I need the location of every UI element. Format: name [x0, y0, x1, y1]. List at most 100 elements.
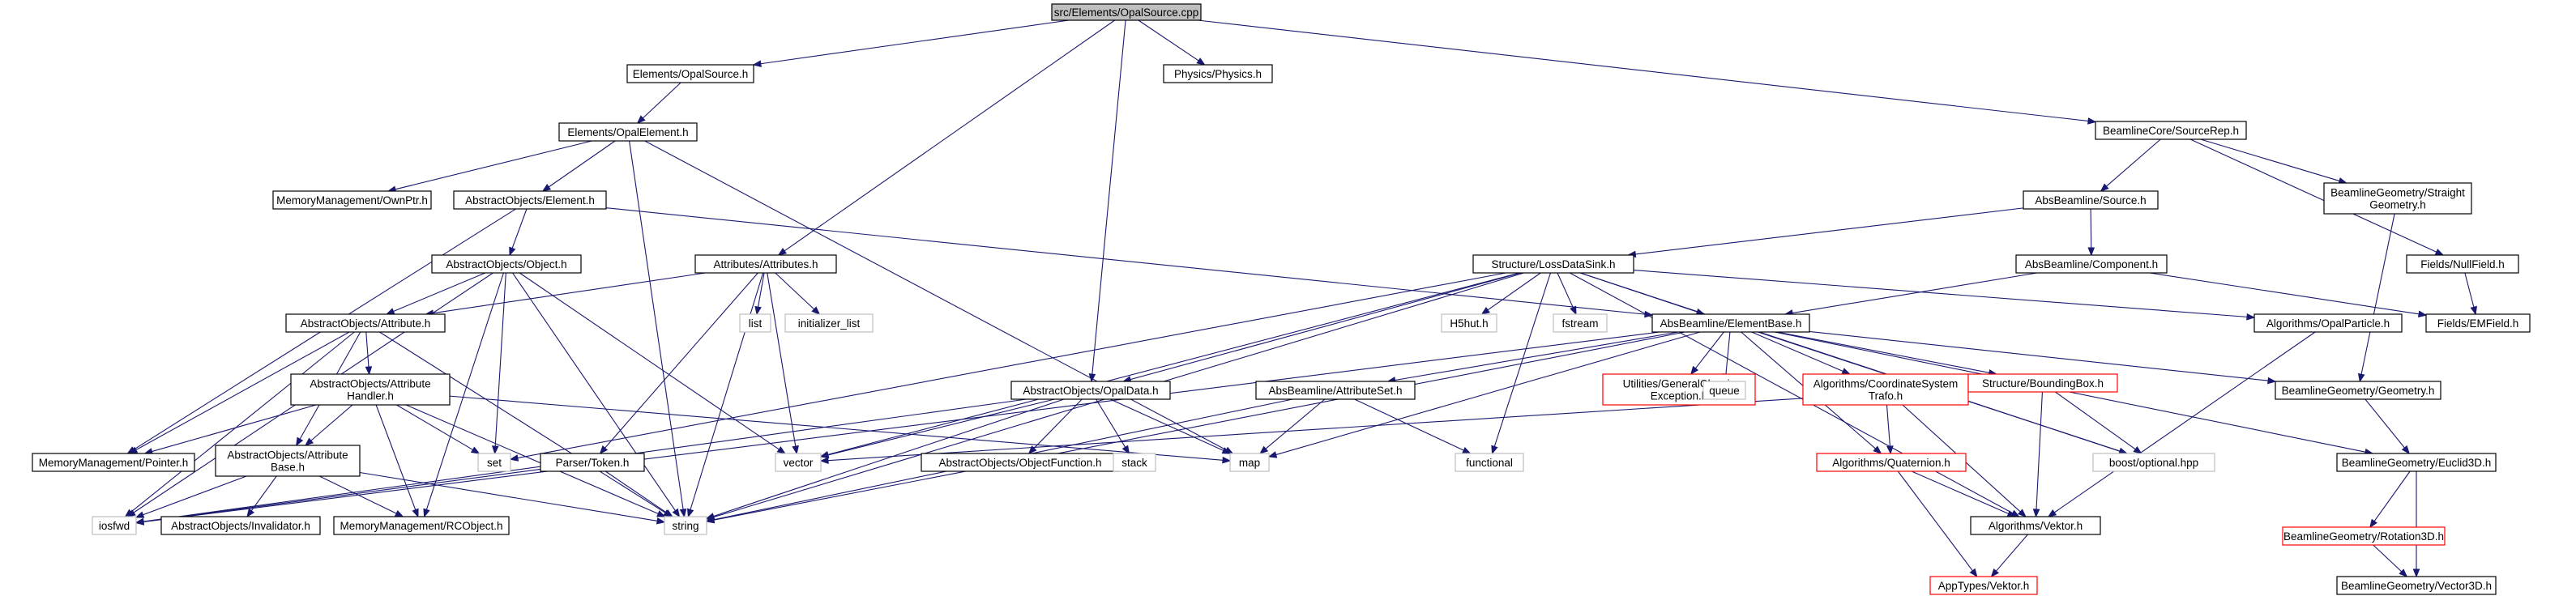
node-opaldata_h[interactable]: AbstractObjects/OpalData.h	[1010, 381, 1171, 400]
edge-arrowhead	[1480, 306, 1490, 315]
node-rcobject_h[interactable]: MemoryManagement/RCObject.h	[333, 516, 510, 535]
node-box	[1553, 313, 1608, 333]
edge-lossdatasink_h-to-set	[517, 272, 1506, 459]
node-element_h[interactable]: AbstractObjects/Element.h	[453, 190, 607, 210]
node-box	[1441, 313, 1497, 333]
edge-boundingbox_h-to-optional_hpp	[2055, 391, 2136, 450]
node-box	[1163, 64, 1273, 83]
edge-arrowhead	[792, 445, 799, 455]
edge-sourcerep_h-to-nullfield_h	[2189, 138, 2437, 253]
node-component_h[interactable]: AbsBeamline/Component.h	[2015, 254, 2168, 274]
edge-root-to-opalsource_h	[760, 19, 1070, 65]
node-box	[784, 313, 874, 333]
node-optional_hpp: boost/optional.hpp	[2092, 453, 2215, 472]
node-box	[1229, 453, 1270, 472]
node-elementbase_h[interactable]: AbsBeamline/ElementBase.h	[1651, 313, 1810, 333]
edge-arrowhead	[128, 446, 139, 454]
node-label: AbstractObjects/Attribute	[227, 449, 348, 462]
node-label: Fields/NullField.h	[2420, 258, 2505, 270]
node-opalelement_h[interactable]: Elements/OpalElement.h	[558, 122, 698, 142]
edge-arrowhead	[776, 446, 786, 454]
node-box	[2275, 381, 2441, 400]
edge-arrowhead	[2133, 445, 2142, 454]
node-label: Exception.h	[1651, 390, 1708, 402]
edge-arrowhead	[664, 509, 673, 517]
node-box	[2425, 313, 2531, 333]
node-ownptr_h[interactable]: MemoryManagement/OwnPtr.h	[272, 190, 432, 210]
edge-arrowhead	[811, 306, 821, 315]
edge-arrowhead	[135, 517, 144, 526]
edge-arrowhead	[687, 508, 694, 518]
node-label: BeamlineCore/SourceRep.h	[2103, 125, 2239, 137]
edge-attribute_h-to-iosfwd	[130, 331, 355, 513]
edge-arrowhead	[752, 60, 762, 67]
edge-arrowhead	[1196, 57, 1206, 66]
node-attributeset_h[interactable]: AbsBeamline/AttributeSet.h	[1255, 381, 1416, 400]
node-pointer_h[interactable]: MemoryManagement/Pointer.h	[32, 453, 195, 472]
edge-arrowhead	[1841, 368, 1851, 375]
node-box	[1051, 3, 1202, 21]
node-label: initializer_list	[798, 317, 861, 330]
node-euclid3d_h[interactable]: BeamlineGeometry/Euclid3D.h	[2336, 453, 2497, 472]
node-label: AbsBeamline/ElementBase.h	[1660, 317, 1802, 330]
node-box	[32, 453, 195, 472]
edge-arrowhead	[656, 517, 666, 525]
edge-arrowhead	[2047, 509, 2057, 517]
node-emfield_h[interactable]: Fields/EMField.h	[2425, 313, 2531, 333]
node-box	[1929, 576, 2038, 595]
node-box	[775, 453, 822, 472]
edge-arrowhead	[2246, 313, 2256, 321]
edge-arrowhead	[2434, 249, 2445, 256]
node-label: BeamlineGeometry/Vector3D.h	[2341, 580, 2492, 592]
node-objectfunction_h[interactable]: AbstractObjects/ObjectFunction.h	[921, 453, 1120, 472]
node-label: AppTypes/Vektor.h	[1938, 580, 2030, 592]
node-vector3d_h[interactable]: BeamlineGeometry/Vector3D.h	[2336, 576, 2497, 595]
edge-attrbase_h-to-iosfwd	[143, 475, 247, 516]
node-functional: functional	[1455, 453, 1524, 472]
node-appvektor_h: AppTypes/Vektor.h	[1929, 576, 2038, 595]
edge-elementbase_h-to-coordtrafo_h	[1751, 331, 1843, 372]
node-label: MemoryManagement/OwnPtr.h	[276, 194, 428, 206]
edge-arrowhead	[656, 510, 666, 517]
node-box	[92, 516, 137, 535]
node-box	[1113, 453, 1156, 472]
node-geometry_h[interactable]: BeamlineGeometry/Geometry.h	[2275, 381, 2441, 400]
edge-attributes_h-to-token_h	[604, 272, 758, 449]
node-label: Physics/Physics.h	[1174, 68, 1262, 80]
edge-opaldata_h-to-vector	[827, 398, 1055, 456]
node-box	[2023, 190, 2159, 210]
node-box	[1010, 381, 1171, 400]
edge-arrowhead	[1644, 310, 1654, 318]
node-label: Parser/Token.h	[556, 457, 630, 469]
node-object_h[interactable]: AbstractObjects/Object.h	[431, 254, 582, 274]
edge-arrowhead	[423, 508, 430, 518]
edge-elementbase_h-to-queue	[1725, 331, 1731, 375]
edge-arrowhead	[1222, 456, 1232, 464]
edge-attrbase_h-to-rcobject_h	[318, 475, 397, 514]
node-opalsource_h[interactable]: Elements/OpalSource.h	[626, 64, 754, 83]
node-attributes_h[interactable]: Attributes/Attributes.h	[694, 254, 837, 274]
edge-opalelement_h-to-ownptr_h	[395, 140, 592, 190]
node-box	[477, 453, 511, 472]
node-map: map	[1229, 453, 1270, 472]
edge-arrowhead	[1969, 568, 1978, 578]
node-lossdatasink_h[interactable]: Structure/LossDataSink.h	[1472, 254, 1634, 274]
node-label: Algorithms/Quaternion.h	[1832, 457, 1950, 469]
node-opalparticle_h[interactable]: Algorithms/OpalParticle.h	[2253, 313, 2403, 333]
edge-attrhandler_h-to-attrbase_h	[310, 404, 353, 441]
node-sourcerep_h[interactable]: BeamlineCore/SourceRep.h	[2095, 121, 2247, 140]
node-label: AbstractObjects/ObjectFunction.h	[938, 457, 1101, 469]
node-nullfield_h[interactable]: Fields/NullField.h	[2406, 254, 2519, 274]
node-token_h[interactable]: Parser/Token.h	[540, 453, 645, 472]
node-physics_h[interactable]: Physics/Physics.h	[1163, 64, 1273, 83]
node-box	[739, 313, 771, 333]
node-vektor_h[interactable]: Algorithms/Vektor.h	[1970, 516, 2101, 535]
node-attribute_h[interactable]: AbstractObjects/Attribute.h	[285, 313, 446, 333]
node-invalidator_h[interactable]: AbstractObjects/Invalidator.h	[160, 516, 321, 535]
node-source_h[interactable]: AbsBeamline/Source.h	[2023, 190, 2159, 210]
node-label: vector	[784, 457, 814, 469]
node-root[interactable]: src/Elements/OpalSource.cpp	[1051, 3, 1202, 21]
